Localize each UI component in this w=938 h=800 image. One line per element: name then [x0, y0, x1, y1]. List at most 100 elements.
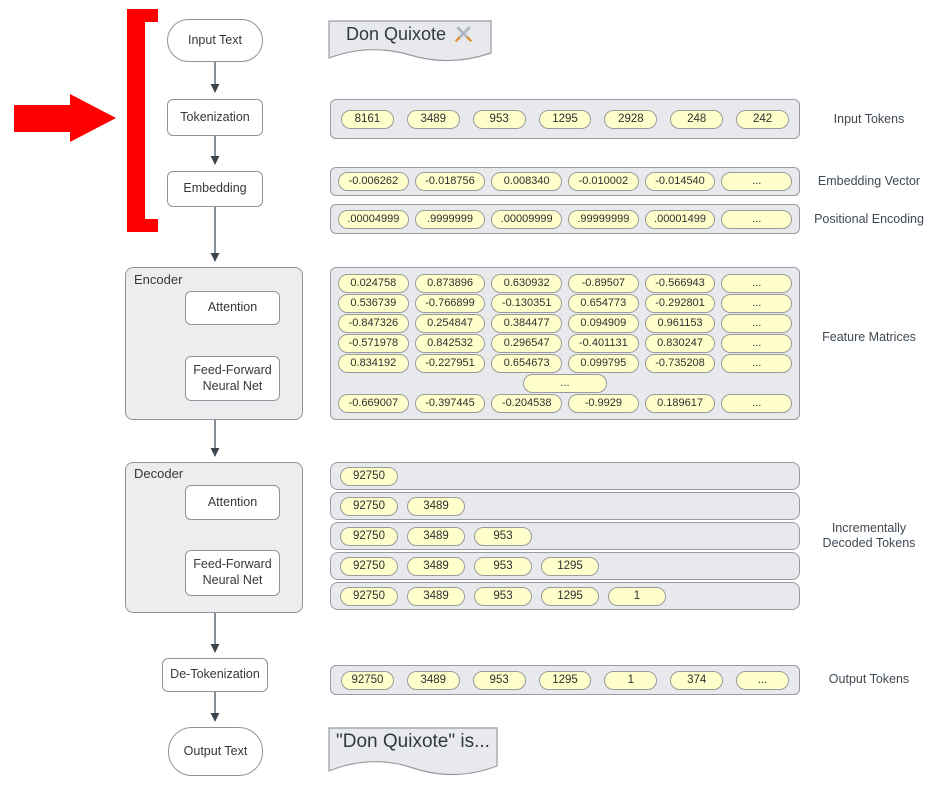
- feature-matrices-tray: 0.024758 0.873896 0.630932 -0.89507 -0.56694…: [330, 267, 800, 420]
- document-shape: [328, 727, 498, 776]
- decoded-tokens-tray: 92750: [330, 462, 800, 490]
- decoded-tokens-tray: 92750 3489 953 1295: [330, 552, 800, 580]
- token-pill: 1: [608, 586, 666, 606]
- token-pill: 1295: [541, 556, 599, 576]
- token-pill: 3489: [406, 670, 460, 690]
- output-document-text: "Don Quixote" is...: [336, 731, 490, 752]
- token-pill: -0.9929: [568, 394, 639, 413]
- token-pill: 0.961153: [644, 314, 716, 333]
- token-pill: .9999999: [414, 209, 486, 229]
- token-pill: .99999999: [568, 209, 639, 229]
- ellipsis-pill: ...: [721, 209, 793, 229]
- token-pill: 92750: [341, 670, 394, 690]
- crossed-swords-icon: [454, 26, 473, 43]
- node-label: De-Tokenization: [170, 667, 260, 682]
- token-pill: 0.254847: [414, 314, 486, 333]
- feature-row: 0.024758 0.873896 0.630932 -0.89507 -0.56694…: [338, 274, 793, 293]
- token-pill: -0.014540: [644, 172, 716, 191]
- token-pill: 0.654673: [491, 354, 563, 373]
- token-pill: 0.873896: [414, 274, 486, 293]
- token-pill: 3489: [406, 109, 460, 129]
- input-tokens-label: Input Tokens: [833, 112, 905, 126]
- node-label: Feed-Forward Neural Net: [193, 362, 272, 393]
- output-tokens-label: Output Tokens: [828, 672, 910, 686]
- output-document: "Don Quixote" is...: [328, 727, 498, 779]
- token-pill: 3489: [407, 496, 465, 516]
- token-pill: .00001499: [644, 209, 716, 229]
- token-pill: -0.669007: [338, 394, 409, 413]
- token-pill: -0.292801: [644, 294, 716, 313]
- node-label: Attention: [207, 300, 258, 315]
- token-pill: 0.536739: [338, 294, 409, 313]
- token-pill: 3489: [407, 556, 465, 576]
- ellipsis-pill: ...: [721, 294, 793, 313]
- ellipsis-pill: ...: [721, 314, 793, 333]
- encoder-ffnn: Feed-Forward Neural Net: [185, 356, 280, 401]
- token-pill: -0.766899: [414, 294, 486, 313]
- token-pill: -0.735208: [644, 354, 716, 373]
- token-pill: 0.024758: [338, 274, 409, 293]
- ellipsis-pill: ...: [721, 394, 793, 413]
- token-pill: 248: [670, 109, 724, 129]
- ellipsis-pill: ...: [523, 374, 607, 393]
- feature-row-ellipsis: ...: [338, 374, 792, 393]
- node-label: Input Text: [188, 32, 242, 47]
- token-pill: 953: [474, 556, 532, 576]
- token-pill: 92750: [340, 586, 398, 606]
- node-output-text: Output Text: [168, 727, 263, 776]
- feature-row: 0.536739 -0.766899 -0.130351 0.654773 -0.292…: [338, 294, 793, 313]
- token-pill: -0.566943: [644, 274, 716, 293]
- input-document-text: Don Quixote: [345, 24, 447, 44]
- feature-row: -0.847326 0.254847 0.384477 0.094909 0.96115…: [338, 314, 793, 333]
- token-pill: 0.842532: [414, 334, 486, 353]
- token-pill: -0.130351: [491, 294, 563, 313]
- token-pill: 953: [474, 526, 532, 546]
- token-pill: -0.401131: [568, 334, 639, 353]
- decoder-ffnn: Feed-Forward Neural Net: [185, 550, 280, 596]
- token-pill: .00004999: [338, 209, 409, 229]
- node-embedding: Embedding: [167, 171, 263, 207]
- embedding-vector-label: Embedding Vector: [817, 174, 921, 188]
- token-pill: 92750: [340, 466, 398, 486]
- token-pill: 92750: [340, 526, 398, 546]
- node-label: Feed-Forward Neural Net: [193, 557, 272, 587]
- token-pill: 1: [604, 670, 658, 690]
- red-arrow: [14, 105, 71, 132]
- token-pill: 8161: [341, 109, 394, 129]
- positional-encoding-label: Positional Encoding: [814, 212, 924, 226]
- token-pill: -0.847326: [338, 314, 409, 333]
- token-pill: 953: [472, 670, 526, 690]
- node-tokenization: Tokenization: [167, 99, 263, 136]
- ellipsis-pill: ...: [736, 670, 790, 690]
- node-label: Attention: [207, 494, 258, 509]
- token-pill: 0.296547: [491, 334, 563, 353]
- token-pill: -0.397445: [414, 394, 486, 413]
- incrementally-decoded-tokens-label: Incrementally Decoded Tokens: [822, 521, 916, 550]
- token-pill: 0.189617: [644, 394, 716, 413]
- token-pill: 0.654773: [568, 294, 639, 313]
- token-pill: 0.830247: [644, 334, 716, 353]
- token-pill: 374: [670, 670, 724, 690]
- token-pill: -0.89507: [568, 274, 639, 293]
- token-pill: -0.204538: [491, 394, 563, 413]
- token-pill: 0.008340: [491, 172, 563, 191]
- token-pill: 3489: [407, 586, 465, 606]
- token-pill: 0.630932: [491, 274, 563, 293]
- token-pill: -0.018756: [414, 172, 486, 191]
- token-pill: 0.834192: [338, 354, 409, 373]
- feature-matrices-label: Feature Matrices: [822, 330, 916, 344]
- token-pill: 2928: [604, 109, 658, 129]
- token-pill: 0.094909: [568, 314, 639, 333]
- feature-row: -0.571978 0.842532 0.296547 -0.401131 0.8302…: [338, 334, 793, 353]
- token-pill: 92750: [340, 556, 398, 576]
- token-pill: -0.571978: [338, 334, 409, 353]
- node-label: Output Text: [183, 743, 248, 758]
- ellipsis-pill: ...: [721, 354, 793, 373]
- token-pill: 0.384477: [491, 314, 563, 333]
